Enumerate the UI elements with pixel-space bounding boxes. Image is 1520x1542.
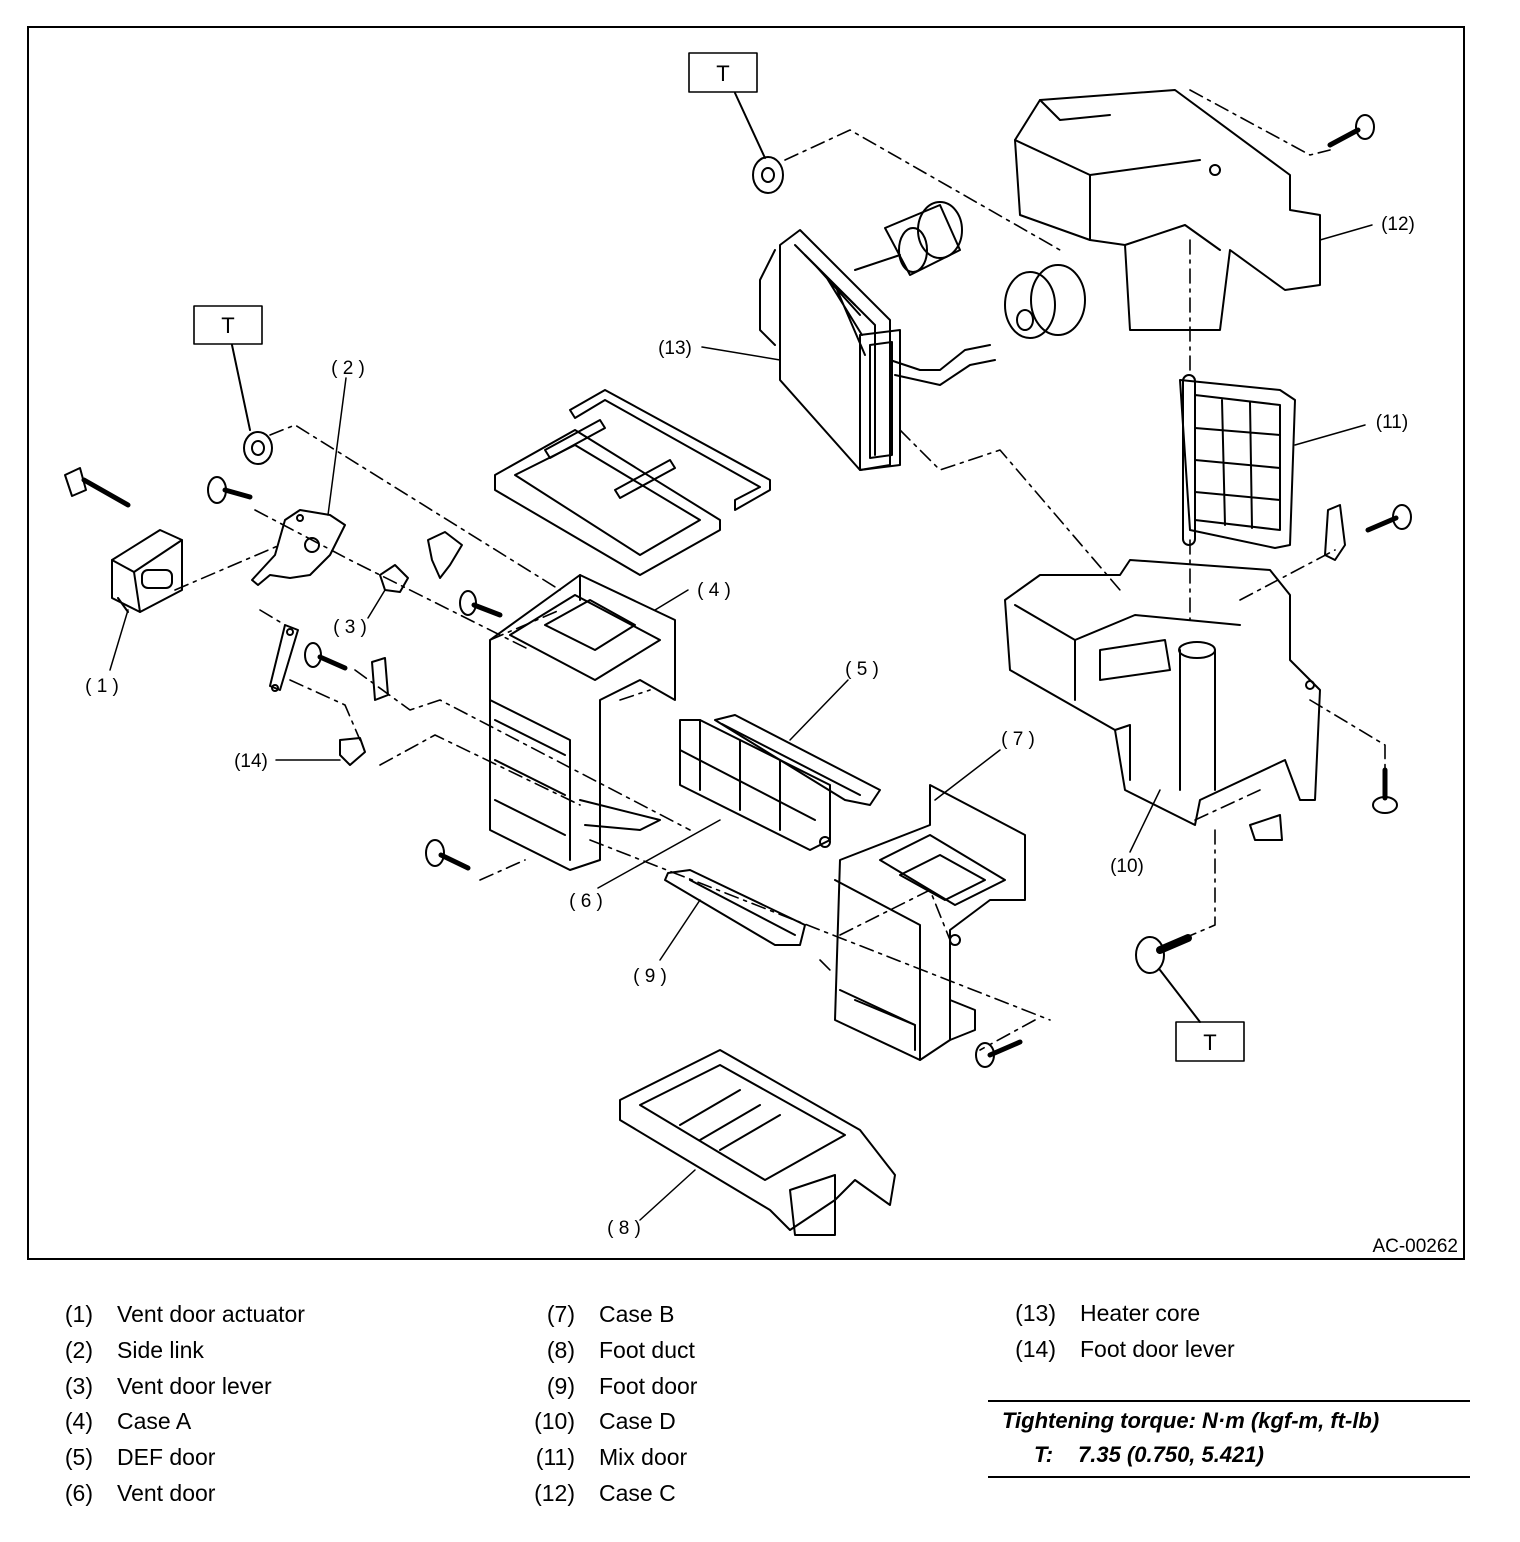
part-gasket-frame (494, 389, 771, 576)
part-foot-door-lever (269, 624, 366, 766)
screw-icon (1372, 767, 1398, 814)
callout-leaders (109, 224, 1373, 1221)
legend-item: (11)Mix door (535, 1444, 688, 1471)
bolt-icon (1365, 504, 1412, 533)
legend-column-1: (1)Vent door actuator (2)Side link (3)Ve… (40, 1297, 305, 1512)
callout-13: (13) (658, 338, 692, 359)
part-side-link (251, 509, 346, 586)
exploded-view-diagram: T T T (64, 52, 1458, 1257)
part-case-d (1004, 559, 1321, 826)
torque-spec: T: 7.35 (0.750, 5.421) (1034, 1442, 1264, 1468)
nut-icon (752, 156, 784, 194)
callout-9: ( 9 ) (633, 966, 667, 987)
filter-cylinder-icon (1004, 264, 1086, 339)
torque-marker-box-left: T (193, 305, 263, 431)
callout-labels: ( 1 ) ( 2 ) ( 3 ) ( 4 ) ( 5 ) ( 6 ) ( 7 … (85, 214, 1458, 1257)
part-vent-door (679, 719, 831, 851)
callout-2: ( 2 ) (331, 358, 365, 379)
torque-marker-label: T (1203, 1030, 1216, 1055)
bolt-icon (1327, 114, 1375, 148)
legend-item: (13)Heater core (1015, 1300, 1201, 1326)
callout-6: ( 6 ) (569, 891, 603, 912)
bolt-icon (425, 839, 471, 871)
callout-11: (11) (1376, 412, 1408, 433)
legend-item: (3)Vent door lever (64, 1372, 272, 1399)
legend-item: (12)Case C (534, 1479, 676, 1506)
legend-item: (8)Foot duct (546, 1336, 695, 1363)
callout-3: ( 3 ) (333, 617, 367, 638)
torque-label: T: (1034, 1442, 1054, 1467)
torque-title: Tightening torque: N·m (kgf-m, ft-lb) (1002, 1408, 1380, 1433)
clip-icon (371, 657, 389, 701)
legend-column-2: (7)Case B (8)Foot duct (9)Foot door (10)… (522, 1297, 697, 1512)
torque-marker-label: T (716, 61, 729, 86)
part-foot-door (664, 869, 806, 946)
bolt-icon (459, 590, 503, 618)
callout-14: (14) (234, 751, 268, 772)
clip-icon (1249, 814, 1283, 841)
legend-item: (6)Vent door (64, 1479, 216, 1506)
screw-icon (975, 1039, 1023, 1068)
part-vent-door-actuator (111, 529, 183, 613)
bolt-icon (207, 476, 253, 504)
callout-12: (12) (1381, 214, 1415, 235)
legend-item: (9)Foot door (546, 1372, 698, 1399)
part-mix-door (1179, 374, 1296, 549)
torque-marker-box-upper: T (688, 52, 766, 159)
part-heater-core (759, 229, 996, 471)
legend-item: (10)Case D (534, 1408, 676, 1435)
part-def-door (714, 714, 881, 806)
legend-column-3: (13)Heater core (14)Foot door lever (1003, 1296, 1235, 1368)
callout-7: ( 7 ) (1001, 729, 1035, 750)
tightening-torque-box: Tightening torque: N·m (kgf-m, ft-lb) T:… (988, 1400, 1470, 1478)
bracket-icon (1324, 504, 1346, 561)
callout-5: ( 5 ) (845, 659, 879, 680)
part-vent-door-lever (379, 531, 463, 593)
legend-item: (1)Vent door actuator (64, 1301, 305, 1327)
part-case-c (1014, 89, 1321, 331)
assembly-guide-lines (174, 89, 1386, 1051)
torque-marker-box-lower-right: T (1159, 969, 1245, 1062)
diagram-code: AC-00262 (1372, 1236, 1458, 1257)
part-foot-duct (619, 1049, 896, 1236)
legend-item: (4)Case A (64, 1408, 192, 1435)
legend-item: (14)Foot door lever (1015, 1335, 1235, 1362)
bolt-icon (64, 467, 131, 508)
callout-10: (10) (1110, 856, 1144, 877)
part-case-b (834, 784, 1026, 1061)
bolt-icon (304, 642, 348, 671)
callout-1: ( 1 ) (85, 676, 119, 697)
torque-value: 7.35 (0.750, 5.421) (1078, 1442, 1264, 1467)
bolt-icon (1135, 934, 1192, 974)
nut-icon (243, 431, 273, 465)
callout-4: ( 4 ) (697, 580, 731, 601)
callout-8: ( 8 ) (607, 1218, 641, 1239)
diagram-frame (27, 26, 1465, 1260)
torque-marker-label: T (221, 313, 234, 338)
legend-item: (2)Side link (64, 1336, 204, 1363)
legend-item: (7)Case B (546, 1301, 675, 1327)
legend-item: (5)DEF door (64, 1444, 216, 1471)
part-case-a (489, 574, 676, 871)
filter-cylinder-icon (854, 201, 963, 276)
